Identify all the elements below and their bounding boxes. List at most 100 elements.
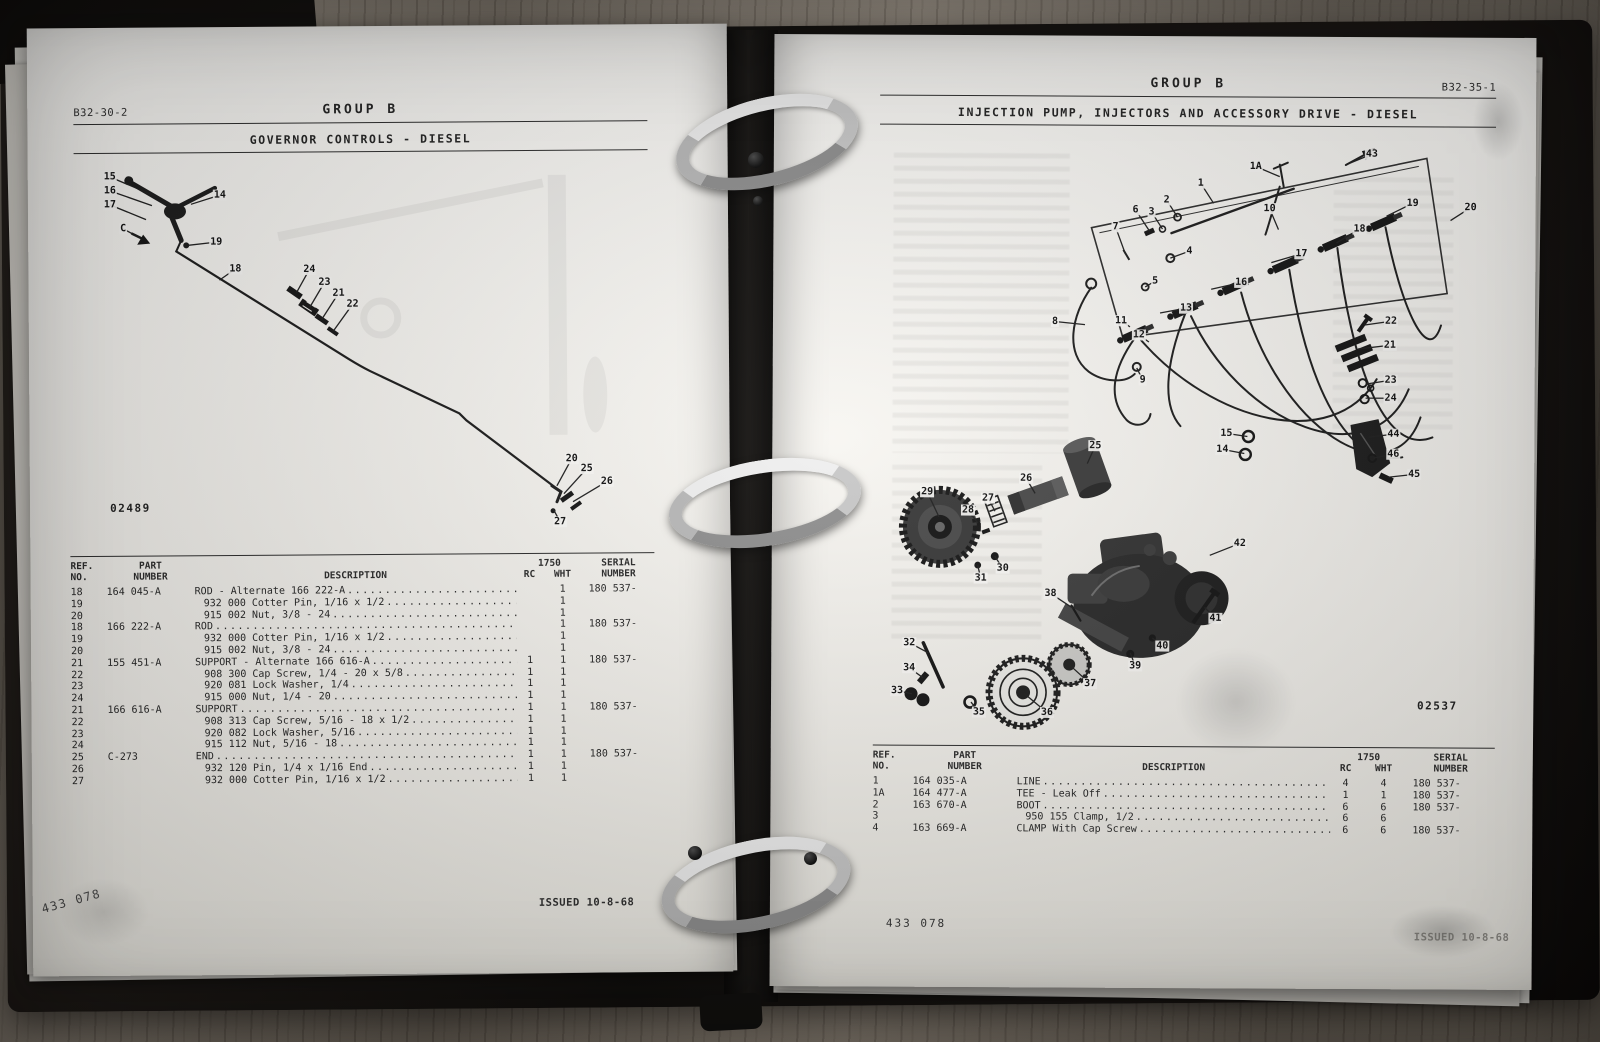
figure-number: 02537 bbox=[1416, 699, 1458, 713]
part-callout-34: 34 bbox=[902, 662, 917, 674]
cell-qty-rc: 6 bbox=[1342, 801, 1349, 813]
part-callout-14: 14 bbox=[1215, 443, 1230, 455]
cell-qty-wht: 1 bbox=[559, 583, 566, 595]
part-callout-23: 23 bbox=[1383, 374, 1398, 386]
cell-part-number bbox=[108, 775, 196, 787]
part-callout-41: 41 bbox=[1208, 612, 1223, 624]
cell-qty-wht: 6 bbox=[1380, 801, 1387, 813]
cell-part-number: 164 045-A bbox=[106, 586, 161, 598]
cell-description: CLAMP With Cap Screw bbox=[1016, 823, 1330, 836]
cell-ref: 1A bbox=[872, 787, 885, 799]
part-callout-1A: 1A bbox=[1248, 160, 1263, 173]
binder-clamp bbox=[699, 992, 763, 1032]
cell-qty-wht: 1 bbox=[560, 666, 567, 678]
cell-serial-number bbox=[583, 666, 655, 678]
cell-qty-rc: 1 bbox=[527, 690, 534, 702]
cell-part-number: C-273 bbox=[107, 751, 138, 764]
cell-part-number: 163 669-A bbox=[912, 822, 967, 835]
part-callout-16: 16 bbox=[1234, 276, 1249, 288]
cell-ref: 24 bbox=[71, 693, 84, 705]
part-callout-26: 26 bbox=[1019, 472, 1034, 484]
cell-ref: 22 bbox=[71, 716, 84, 728]
col-header-wht: WHT bbox=[1375, 763, 1393, 775]
col-header-serial: SERIAL bbox=[1433, 752, 1468, 764]
part-callout-45: 45 bbox=[1407, 468, 1422, 480]
cell-qty-rc: 1 bbox=[1342, 789, 1349, 801]
callout-leader-lines bbox=[896, 153, 1471, 713]
cell-ref: 20 bbox=[71, 646, 84, 658]
cell-ref: 21 bbox=[71, 657, 84, 669]
cell-serial-number bbox=[584, 772, 656, 784]
binder-rivet bbox=[753, 196, 763, 206]
part-callout-11: 11 bbox=[1113, 315, 1129, 327]
part-callout-16: 16 bbox=[102, 185, 117, 197]
part-callout-10: 10 bbox=[1262, 203, 1277, 215]
part-callout-21: 21 bbox=[331, 287, 346, 299]
cell-ref: 19 bbox=[70, 598, 83, 610]
cell-qty-rc: 1 bbox=[527, 749, 534, 761]
col-header-model: 1750 bbox=[1357, 752, 1381, 764]
part-callout-15: 15 bbox=[1219, 427, 1234, 439]
cell-qty-wht: 1 bbox=[560, 725, 567, 737]
part-callout-44: 44 bbox=[1386, 428, 1401, 440]
cell-description: 932 000 Cotter Pin, 1/16 x 1/2 bbox=[196, 773, 518, 787]
cell-qty-rc bbox=[517, 619, 543, 631]
cell-part-number bbox=[108, 716, 196, 728]
col-header-part: PART bbox=[138, 560, 162, 572]
part-callout-19: 19 bbox=[1405, 197, 1420, 209]
part-callout-4: 4 bbox=[1185, 245, 1194, 257]
callout-leader-lines bbox=[109, 176, 608, 523]
cell-qty-wht: 1 bbox=[560, 772, 567, 784]
part-callout-C: C bbox=[119, 223, 128, 235]
cell-ref: 23 bbox=[71, 681, 84, 693]
part-callout-3: 3 bbox=[1147, 206, 1156, 218]
cell-qty-wht: 1 bbox=[559, 619, 566, 631]
part-callout-17: 17 bbox=[1294, 248, 1309, 260]
cell-qty-rc: 1 bbox=[527, 737, 534, 749]
cell-part-number: 166 616-A bbox=[107, 704, 162, 716]
cell-qty-wht: 1 bbox=[559, 642, 567, 654]
cell-ref: 22 bbox=[71, 669, 84, 681]
cell-serial-number bbox=[583, 595, 655, 607]
part-callout-23: 23 bbox=[317, 276, 332, 288]
cell-ref: 18 bbox=[70, 587, 83, 599]
cell-qty-wht: 1 bbox=[559, 607, 566, 619]
part-callout-12: 12 bbox=[1131, 329, 1146, 341]
cell-qty-rc bbox=[517, 584, 543, 596]
part-callout-46: 46 bbox=[1386, 448, 1401, 460]
parts-table: REF. PART 1750 SERIAL NO. NUMBER DESCRIP… bbox=[872, 744, 1495, 838]
cell-part-number bbox=[107, 610, 195, 622]
cell-ref: 19 bbox=[70, 634, 84, 646]
cell-part-number bbox=[107, 669, 195, 681]
cell-qty-rc bbox=[517, 596, 543, 608]
part-callout-18: 18 bbox=[228, 263, 243, 275]
part-callout-25: 25 bbox=[579, 463, 594, 475]
part-callout-15: 15 bbox=[102, 171, 117, 183]
part-callout-39: 39 bbox=[1128, 660, 1143, 672]
cell-serial-number: 180 537- bbox=[1412, 825, 1461, 837]
cell-qty-wht: 1 bbox=[559, 595, 566, 607]
cell-serial-number bbox=[584, 760, 656, 772]
diagram-artwork bbox=[124, 174, 608, 514]
part-callout-13: 13 bbox=[1179, 302, 1194, 314]
part-callout-14: 14 bbox=[212, 189, 227, 201]
col-header-rc: RC bbox=[1339, 762, 1352, 775]
part-callout-1: 1 bbox=[1196, 177, 1205, 189]
part-callout-20: 20 bbox=[564, 453, 579, 465]
part-callout-38: 38 bbox=[1043, 587, 1058, 600]
cell-part-number bbox=[107, 681, 195, 693]
cell-serial-number: 180 537- bbox=[589, 653, 638, 666]
part-callout-21: 21 bbox=[1382, 339, 1397, 351]
cell-qty-wht: 1 bbox=[560, 737, 567, 749]
parts-table: REF. PART 1750 SERIAL NO. NUMBER DESCRIP… bbox=[70, 552, 656, 788]
part-callout-40: 40 bbox=[1155, 640, 1170, 652]
part-callout-30: 30 bbox=[995, 562, 1010, 574]
col-header-model: 1750 bbox=[537, 557, 561, 569]
cell-qty-wht: 4 bbox=[1380, 778, 1387, 790]
cell-ref: 26 bbox=[71, 764, 84, 776]
part-callout-17: 17 bbox=[102, 199, 117, 211]
cell-qty-rc: 1 bbox=[527, 713, 534, 725]
